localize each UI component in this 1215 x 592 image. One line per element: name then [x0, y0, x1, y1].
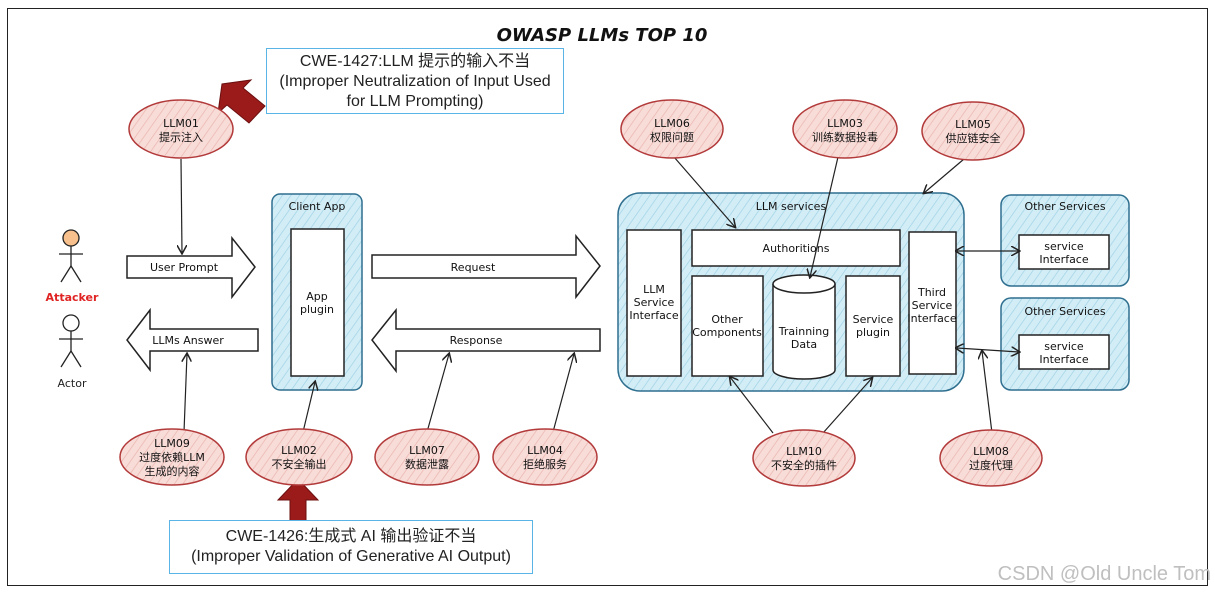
risk-llm04-code: LLM04	[527, 444, 563, 457]
llms-answer-arrow: LLMs Answer	[126, 307, 259, 373]
client-app-title: Client App	[289, 200, 346, 213]
request-label: Request	[451, 261, 496, 274]
other-services-2-iface-line2: Interface	[1039, 353, 1088, 366]
risk-llm09: LLM09 过度依赖LLM 生成的内容	[119, 428, 225, 486]
other-services-box-1: Other Services service Interface	[1000, 194, 1130, 287]
llm-services-box: LLM services LLM Service Interface Autho…	[617, 192, 965, 392]
cwe-1427-callout: CWE-1427:LLM 提示的输入不当 (Improper Neutraliz…	[266, 48, 564, 114]
training-data-cylinder	[772, 274, 836, 380]
app-plugin-line2: plugin	[300, 303, 334, 316]
risk-llm01-name: 提示注入	[159, 130, 203, 144]
risk-llm05-name: 供应链安全	[946, 131, 1001, 145]
other-components-box	[691, 275, 764, 377]
risk-llm05: LLM05 供应链安全	[921, 101, 1025, 161]
risk-llm09-name2: 生成的内容	[145, 464, 200, 478]
other-services-box-2: Other Services service Interface	[1000, 297, 1130, 391]
risk-llm07-name: 数据泄露	[405, 457, 449, 471]
app-plugin-line1: App	[306, 290, 328, 303]
other-services-1-title: Other Services	[1024, 200, 1105, 213]
user-prompt-label: User Prompt	[150, 261, 219, 274]
risk-llm03-name: 训练数据投毒	[812, 130, 878, 144]
risk-llm10-name: 不安全的插件	[771, 458, 837, 472]
risk-llm10: LLM10 不安全的插件	[752, 429, 856, 487]
llm-services-title: LLM services	[756, 200, 827, 213]
cwe1427-pointer-arrow	[217, 79, 266, 124]
authorities-box	[691, 229, 901, 267]
diagram-frame	[7, 8, 1208, 586]
other-services-1-iface-line2: Interface	[1039, 253, 1088, 266]
cwe1426-pointer-arrow	[276, 478, 320, 522]
risk-llm09-name: 过度依赖LLM	[139, 450, 205, 464]
llms-answer-label: LLMs Answer	[152, 334, 224, 347]
actor-label: Actor	[58, 377, 87, 390]
risk-llm02: LLM02 不安全输出	[245, 428, 353, 486]
cwe-1426-line1: CWE-1426:生成式 AI 输出验证不当	[225, 528, 477, 545]
risk-llm04: LLM04 拒绝服务	[492, 428, 598, 486]
response-label: Response	[450, 334, 503, 347]
risk-llm08: LLM08 过度代理	[939, 429, 1043, 487]
llm-service-interface-box	[626, 229, 682, 377]
risk-llm06-code: LLM06	[654, 117, 690, 130]
other-services-1-iface-line1: service	[1044, 240, 1084, 253]
response-arrow: Response	[371, 307, 601, 374]
actor-figure	[59, 314, 83, 368]
other-components-line1: Other	[711, 313, 743, 326]
service-plugin-line2: plugin	[856, 326, 890, 339]
diagram-title: OWASP LLMs TOP 10	[497, 25, 708, 46]
attacker-label: Attacker	[46, 291, 99, 304]
third-service-interface-line3: Interface	[907, 312, 956, 325]
risk-llm08-name: 过度代理	[969, 458, 1013, 472]
cwe-1426-line2: (Improper Validation of Generative AI Ou…	[191, 548, 511, 565]
risk-llm07-code: LLM07	[409, 444, 445, 457]
llm-service-interface-line2: Service	[634, 296, 675, 309]
other-components-line2: Components	[692, 326, 762, 339]
risk-llm06: LLM06 权限问题	[620, 99, 724, 159]
cwe-1427-line3: for LLM Prompting)	[346, 93, 484, 110]
risk-llm07: LLM07 数据泄露	[374, 428, 480, 486]
request-arrow: Request	[371, 233, 601, 300]
csdn-watermark: CSDN @Old Uncle Tom	[997, 563, 1211, 585]
service-plugin-box	[845, 275, 901, 377]
cwe-1427-line2: (Improper Neutralization of Input Used	[279, 73, 551, 90]
risk-llm08-code: LLM08	[973, 445, 1009, 458]
authorities-label: Authoritions	[763, 242, 830, 255]
risk-llm02-code: LLM02	[281, 444, 317, 457]
risk-llm09-code: LLM09	[154, 437, 190, 450]
risk-llm10-code: LLM10	[786, 445, 822, 458]
training-data-line1: Trainning	[778, 325, 829, 338]
other-services-2-iface-line1: service	[1044, 340, 1084, 353]
third-service-interface-box	[908, 231, 957, 375]
risk-llm01-code: LLM01	[163, 117, 199, 130]
risk-llm04-name: 拒绝服务	[523, 457, 567, 471]
third-service-interface-line2: Service	[912, 299, 953, 312]
connectors	[181, 156, 1019, 434]
risk-llm06-name: 权限问题	[650, 131, 694, 144]
risk-llm05-code: LLM05	[955, 118, 991, 131]
risk-llm01: LLM01 提示注入	[128, 99, 234, 159]
llm-service-interface-line1: LLM	[643, 283, 665, 296]
attacker-figure	[59, 229, 83, 283]
user-prompt-arrow: User Prompt	[126, 235, 256, 300]
client-app-box: Client App App plugin	[271, 193, 363, 391]
third-service-interface-line1: Third	[917, 286, 946, 299]
risk-llm03: LLM03 训练数据投毒	[792, 99, 898, 159]
risk-llm02-name: 不安全输出	[272, 457, 327, 471]
llm-service-interface-line3: Interface	[629, 309, 678, 322]
service-plugin-line1: Service	[853, 313, 894, 326]
cwe-1426-callout: CWE-1426:生成式 AI 输出验证不当 (Improper Validat…	[169, 520, 533, 574]
other-services-2-title: Other Services	[1024, 305, 1105, 318]
cwe-1427-line1: CWE-1427:LLM 提示的输入不当	[299, 53, 531, 70]
risk-llm03-code: LLM03	[827, 117, 863, 130]
training-data-line2: Data	[791, 338, 817, 351]
